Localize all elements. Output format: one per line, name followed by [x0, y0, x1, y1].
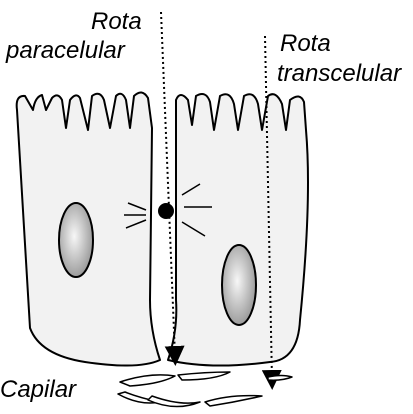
- tight-junction-dot: [158, 203, 174, 219]
- transcellular-label-line1: Rota: [280, 32, 331, 56]
- paracellular-label-line1: Rota: [91, 10, 142, 34]
- paracellular-route-arrow: [161, 12, 175, 356]
- paracellular-label-line2: paracelular: [6, 39, 125, 63]
- capillary-label: Capilar: [0, 378, 76, 402]
- right-nucleus: [222, 245, 256, 325]
- left-nucleus: [59, 203, 93, 277]
- capillary-wall: [118, 372, 292, 407]
- transcellular-label-line2: transcelular: [277, 62, 401, 86]
